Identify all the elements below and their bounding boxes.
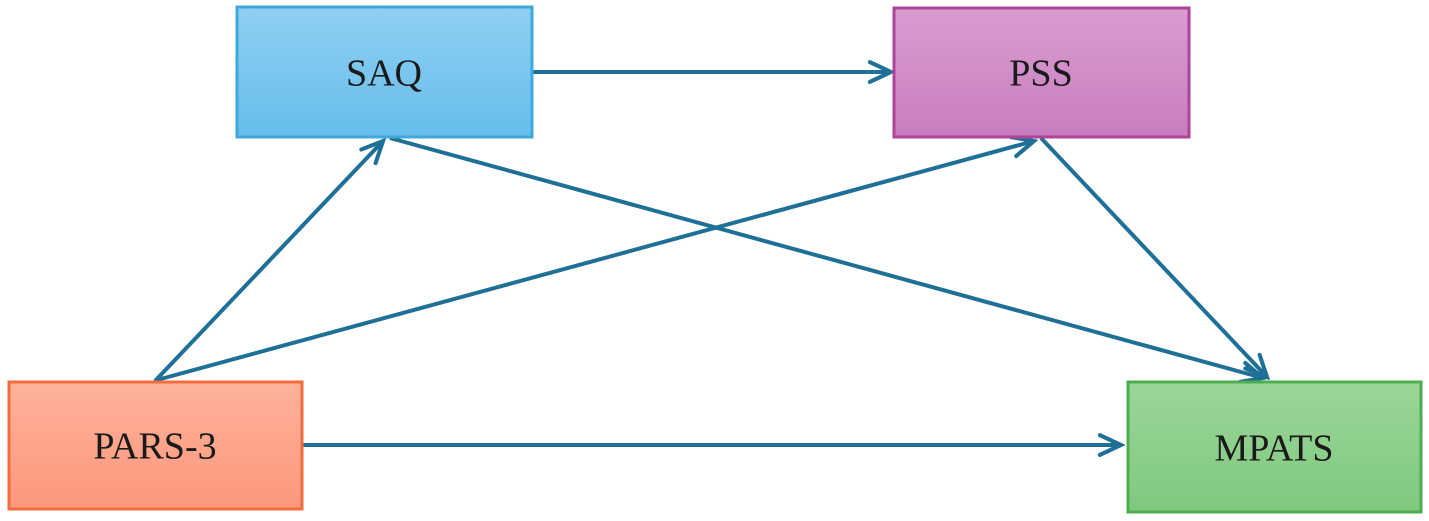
node-pars3 <box>7 380 304 511</box>
node-pss <box>892 6 1191 139</box>
node-label-pss: PSS <box>1009 52 1072 94</box>
node-label-pars3: PARS-3 <box>93 425 216 467</box>
edge-pss-to-mpats <box>1039 136 1267 377</box>
node-mpats <box>1126 380 1423 514</box>
edge-pars3-to-pss <box>156 141 1034 382</box>
node-saq <box>235 5 534 139</box>
node-label-mpats: MPATS <box>1214 427 1333 469</box>
node-layer <box>7 5 1423 514</box>
edge-saq-to-mpats <box>389 136 1263 378</box>
label-layer: SAQ PSS PARS-3 MPATS <box>93 52 1333 469</box>
edge-layer <box>153 72 1267 445</box>
node-label-saq: SAQ <box>346 52 422 94</box>
edge-pars3-to-saq <box>153 141 383 383</box>
